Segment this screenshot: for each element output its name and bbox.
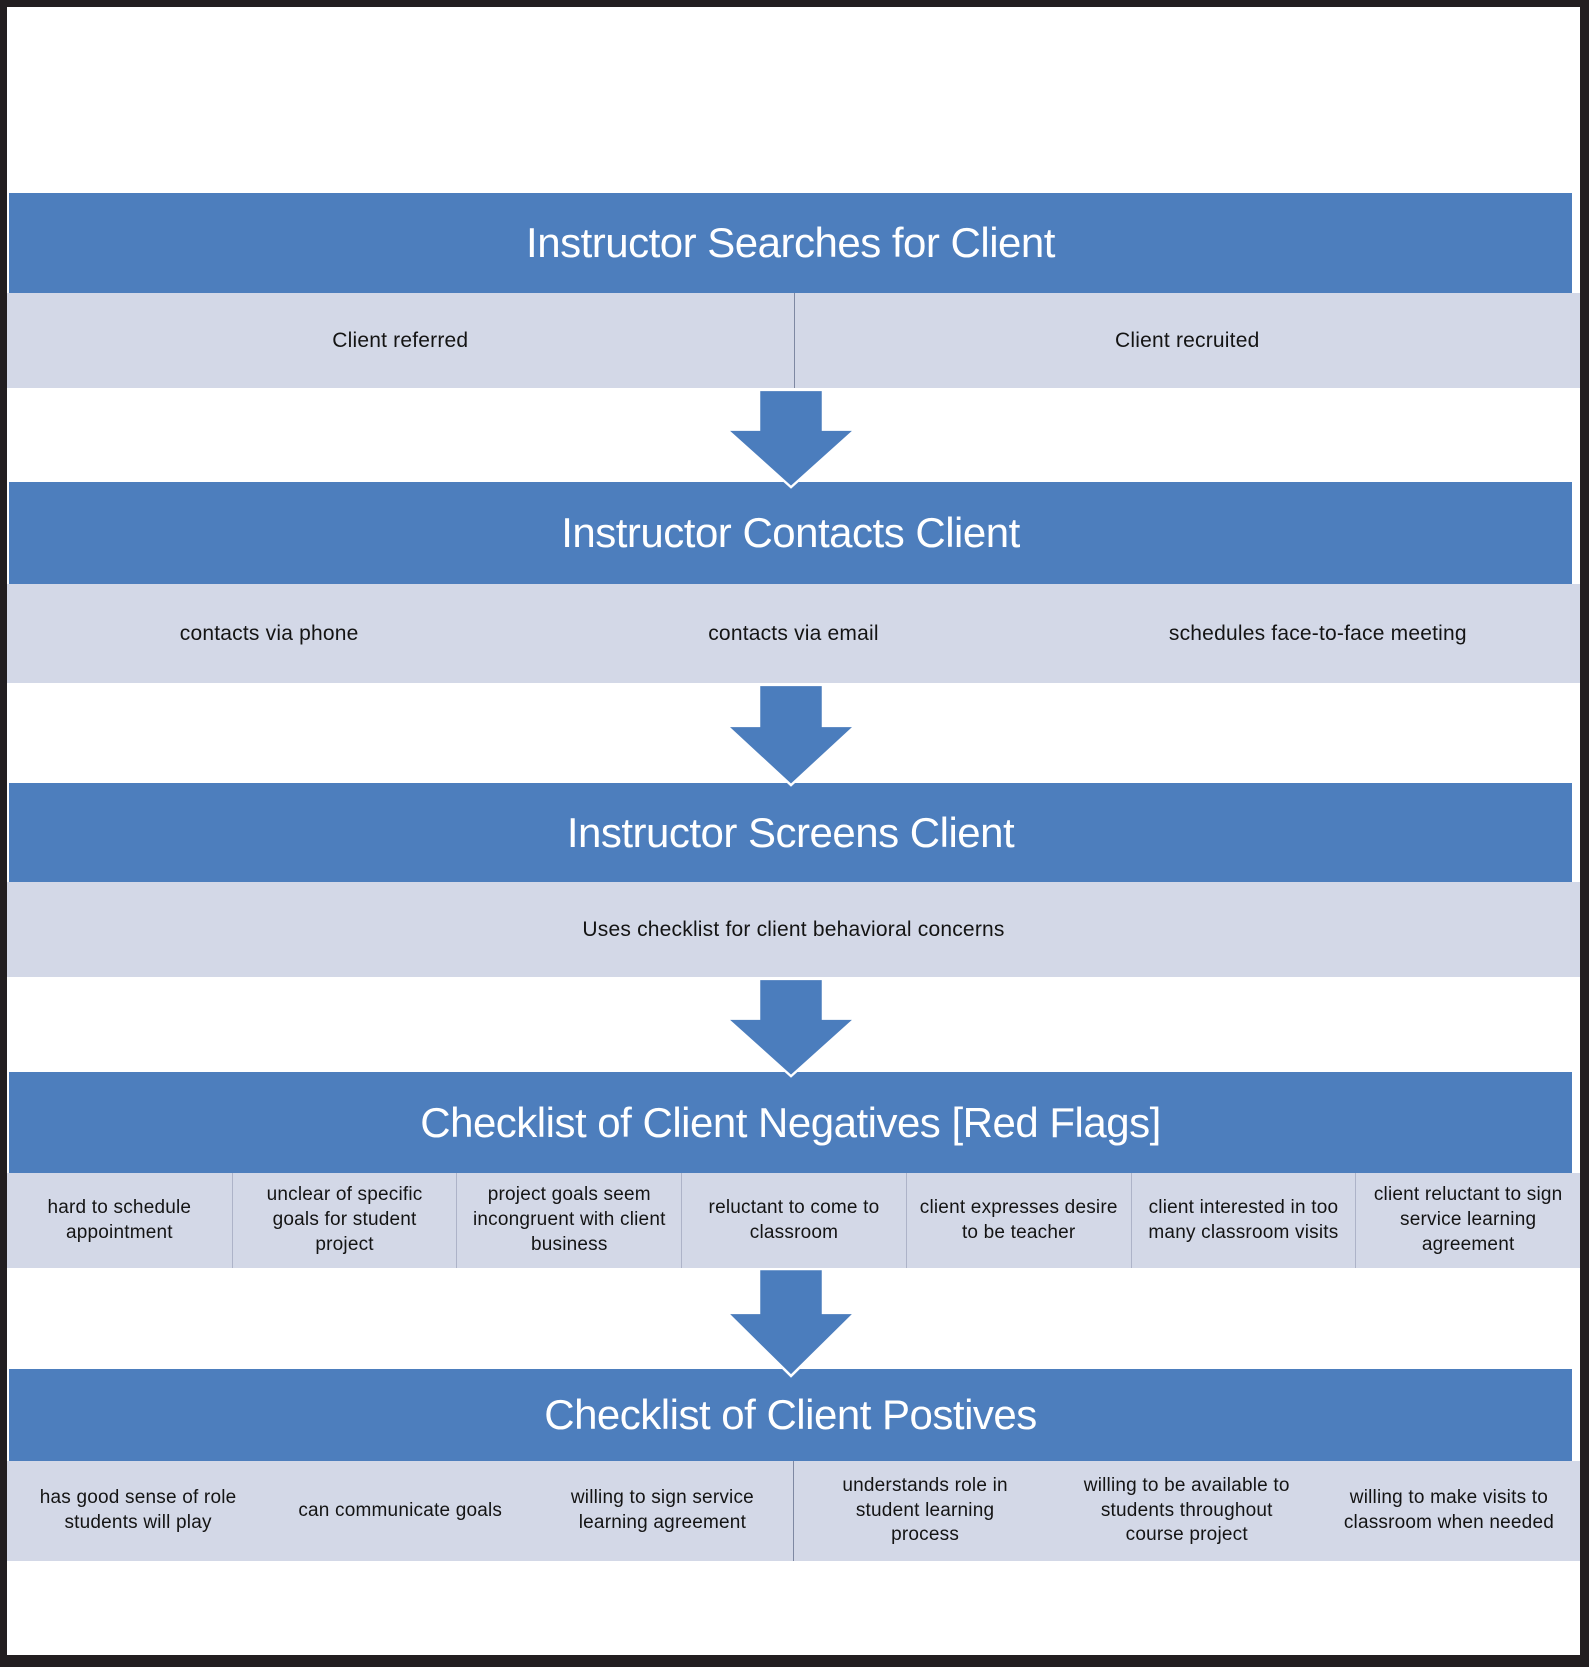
list-item: has good sense of role students will pla… [39,1487,237,1533]
section-title: Instructor Contacts Client [561,509,1020,556]
list-item: project goals seem incongruent with clie… [456,1173,681,1268]
list-item: contacts via phone [179,621,359,645]
list-item: client expresses desire to be teacher [905,1173,1131,1268]
list-item: Client referred [332,328,469,352]
list-item: schedules face-to-face meeting [1168,621,1467,645]
section-header-client-negatives: Checklist of Client Negatives [Red Flags… [9,1072,1572,1173]
row-client-negatives: hard to schedule appointment unclear of … [7,1173,1580,1268]
row-contacts-client: contacts via phone contacts via email sc… [7,584,1580,683]
section-header-screens-client: Instructor Screens Client [9,783,1572,882]
down-arrow-icon [725,684,857,787]
row-client-positives: has good sense of role students will pla… [7,1461,1580,1561]
down-arrow-icon [725,978,857,1078]
section-title: Instructor Screens Client [566,808,1015,856]
list-item: willing to make visits to classroom when… [1343,1487,1554,1533]
list-item: can communicate goals [298,1499,503,1521]
list-item: hard to schedule appointment [47,1196,192,1243]
row-screens-client: Uses checklist for client behavioral con… [7,882,1580,977]
row-searches-for-client: Client referred Client recruited [7,293,1580,388]
section-header-contacts-client: Instructor Contacts Client [9,482,1572,584]
list-item: willing to sign service learning agreeme… [570,1487,754,1533]
list-item: unclear of specific goals for student pr… [231,1173,457,1268]
down-arrow-icon [725,389,857,489]
list-item: willing to be available to students thro… [1083,1474,1290,1546]
list-item: Uses checklist for client behavioral con… [582,917,1005,941]
list-item: understands role in student learning pro… [793,1461,1055,1561]
section-title: Instructor Searches for Client [526,219,1055,266]
list-item: client reluctant to sign service learnin… [1355,1173,1580,1268]
section-title: Checklist of Client Negatives [Red Flags… [420,1098,1161,1146]
section-header-searches-for-client: Instructor Searches for Client [9,193,1572,293]
section-title: Checklist of Client Postives [544,1391,1037,1438]
list-item: reluctant to come to classroom [681,1173,906,1268]
list-item: Client recruited [793,293,1581,388]
section-header-client-positives: Checklist of Client Postives [9,1369,1572,1461]
down-arrow-icon [725,1268,857,1378]
list-item: contacts via email [708,621,879,645]
list-item: client interested in too many classroom … [1130,1173,1356,1268]
